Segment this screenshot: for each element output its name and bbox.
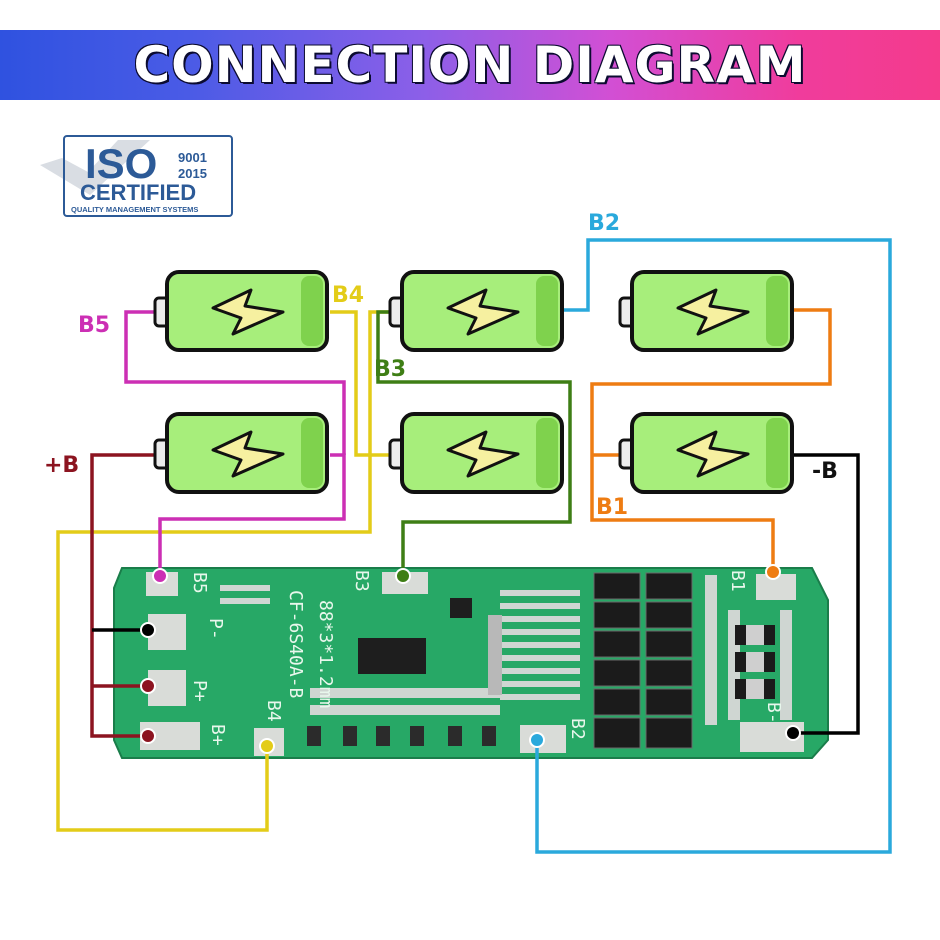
dot-b-plus: [140, 728, 156, 744]
lightning-bolt-icon: [676, 430, 750, 478]
dot-b1: [765, 564, 781, 580]
dot-b5: [152, 568, 168, 584]
wire-plus-b: [90, 453, 160, 738]
wire-b5-board: [158, 453, 346, 576]
wires: [56, 238, 892, 854]
wire-b5-top: [124, 310, 346, 455]
wire-minus-b: [788, 453, 860, 735]
pad-label-p-plus: P+: [189, 680, 210, 702]
dot-b-minus: [785, 725, 801, 741]
board-size-note: 88*3*1.2mm: [315, 600, 336, 708]
page-title: CONNECTION DIAGRAM: [133, 36, 807, 94]
iso-year-2: 2015: [178, 166, 207, 181]
lightning-bolt-icon: [211, 430, 285, 478]
lightning-bolt-icon: [211, 288, 285, 336]
dot-p-minus: [140, 622, 156, 638]
battery-shade: [766, 276, 788, 346]
wire-label-b2: B2: [588, 211, 620, 236]
wire-b4-bottom: [56, 310, 400, 832]
bms-board: CF-6S40A-B 88*3*1.2mm B5 B3 B1 B4 B2 P- …: [113, 567, 829, 759]
lightning-bolt-icon: [446, 430, 520, 478]
battery-cell: [153, 270, 329, 352]
wire-b3: [376, 310, 572, 576]
wire-label-minus-b: -B: [812, 459, 838, 484]
pad-label-b3: B3: [351, 570, 372, 592]
small-components: [220, 575, 792, 725]
title-banner: CONNECTION DIAGRAM: [0, 30, 940, 100]
certified-label: CERTIFIED: [80, 180, 196, 205]
pad-label-p-minus: P-: [205, 618, 226, 640]
board-model-label: CF-6S40A-B: [285, 590, 306, 698]
pad-label-b-plus: B+: [207, 724, 228, 746]
battery-cells: [153, 270, 794, 494]
transistor-chip: [450, 598, 472, 618]
battery-shade: [536, 418, 558, 488]
dot-p-plus: [140, 678, 156, 694]
battery-cell: [618, 270, 794, 352]
pad-label-b5: B5: [189, 572, 210, 594]
wire-b1: [590, 308, 832, 572]
mosfet-array: [593, 572, 693, 749]
check-mark-icon: [40, 140, 150, 195]
pad-label-b4: B4: [263, 700, 284, 722]
pin-header: [488, 615, 502, 695]
diode-row: [307, 726, 496, 746]
iso-badge-frame: [63, 135, 233, 217]
wire-b4-top: [330, 310, 400, 457]
iso-year-1: 9001: [178, 150, 207, 165]
lightning-bolt-icon: [446, 288, 520, 336]
wire-label-b1: B1: [596, 495, 628, 520]
iso-label: ISO: [85, 140, 157, 187]
pad-label-b2: B2: [567, 718, 588, 740]
dot-b4: [259, 738, 275, 754]
quality-management-label: QUALITY MANAGEMENT SYSTEMS: [71, 205, 198, 214]
dot-b2: [529, 732, 545, 748]
wire-label-b4: B4: [332, 283, 364, 308]
dot-b3: [395, 568, 411, 584]
battery-cell: [388, 412, 564, 494]
pad-label-b-minus: B-: [763, 702, 784, 724]
lightning-bolt-icon: [676, 288, 750, 336]
battery-shade: [766, 418, 788, 488]
battery-cell: [388, 270, 564, 352]
battery-shade: [301, 418, 323, 488]
wire-label-plus-b: +B: [44, 453, 79, 478]
wire-label-b3: B3: [374, 357, 406, 382]
battery-cell: [153, 412, 329, 494]
battery-cell: [618, 412, 794, 494]
battery-shade: [536, 276, 558, 346]
connection-dots: [140, 564, 801, 754]
iso-certified-badge: ISO 9001 2015 CERTIFIED QUALITY MANAGEME…: [40, 135, 233, 217]
battery-shade: [301, 276, 323, 346]
wire-b2: [535, 238, 892, 854]
shunt-resistors: [735, 625, 775, 699]
wire-label-b5: B5: [78, 313, 110, 338]
controller-chip: [358, 638, 426, 674]
pad-label-b1: B1: [727, 570, 748, 592]
